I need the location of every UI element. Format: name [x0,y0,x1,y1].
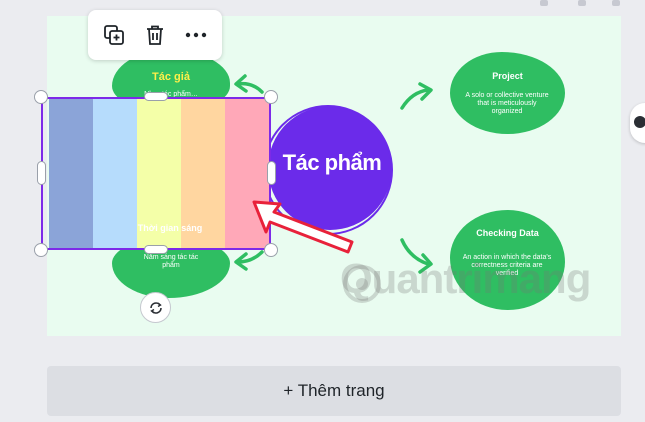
stripe-1 [49,99,93,248]
stripe-3 [137,99,181,248]
add-page-button[interactable]: + Thêm trang [47,366,621,416]
node-project[interactable] [450,52,565,134]
resize-handle-right[interactable] [267,161,276,185]
node-checking-data[interactable] [450,210,565,310]
rotate-icon [149,301,162,314]
node-thoi-gian-text: Năm sáng tác tác phẩm [143,254,199,269]
page-top-strip [0,0,645,16]
arrow-head-thoi-gian [234,252,248,271]
watermark-logo-icon [343,265,381,303]
delete-button[interactable] [138,18,172,52]
toggle-dot-icon [634,116,645,128]
resize-handle-top[interactable] [144,92,168,101]
annotation-arrow [252,200,354,254]
page-corner-mark [578,0,586,6]
node-tac-gia-text: Nh… tác phẩm… [144,91,198,98]
node-thoi-gian-title: Thời gian sáng [137,223,203,233]
rotate-button[interactable] [140,292,171,323]
node-tac-gia-title: Tác giả [152,71,190,83]
center-node-label: Tác phẩm [282,150,382,175]
node-checking-title: Checking Data [476,228,539,238]
node-checking-text: An action in which the data's correctnes… [462,254,552,277]
element-toolbar [88,10,222,60]
arrow-to-checking [400,238,430,266]
page-corner-mark [540,0,548,6]
arrow-head-project [418,82,433,101]
resize-handle-top-right[interactable] [264,90,278,104]
watermark-text: Quantrimang [340,255,591,302]
arrow-head-checking [418,253,433,274]
more-options-button[interactable] [179,18,213,52]
trash-icon [146,25,163,45]
arrow-to-tac-gia [236,81,264,94]
more-icon [185,32,206,38]
resize-handle-bottom-right[interactable] [264,243,278,257]
node-project-title: Project [492,71,523,81]
arrow-to-project [400,88,430,110]
rainbow-stripes [49,99,269,248]
resize-handle-bottom-left[interactable] [34,243,48,257]
stripe-2 [93,99,137,248]
resize-handle-top-left[interactable] [34,90,48,104]
resize-handle-bottom[interactable] [144,245,168,254]
node-project-text: A solo or collective venture that is met… [465,92,549,115]
stripe-4 [181,99,225,248]
resize-handle-left[interactable] [37,161,46,185]
side-panel-toggle[interactable] [630,103,645,143]
arrow-head-tac-gia [234,74,248,93]
duplicate-button[interactable] [97,18,131,52]
page-corner-mark [612,0,620,6]
arrow-to-thoi-gian [236,250,264,264]
duplicate-icon [104,25,125,45]
